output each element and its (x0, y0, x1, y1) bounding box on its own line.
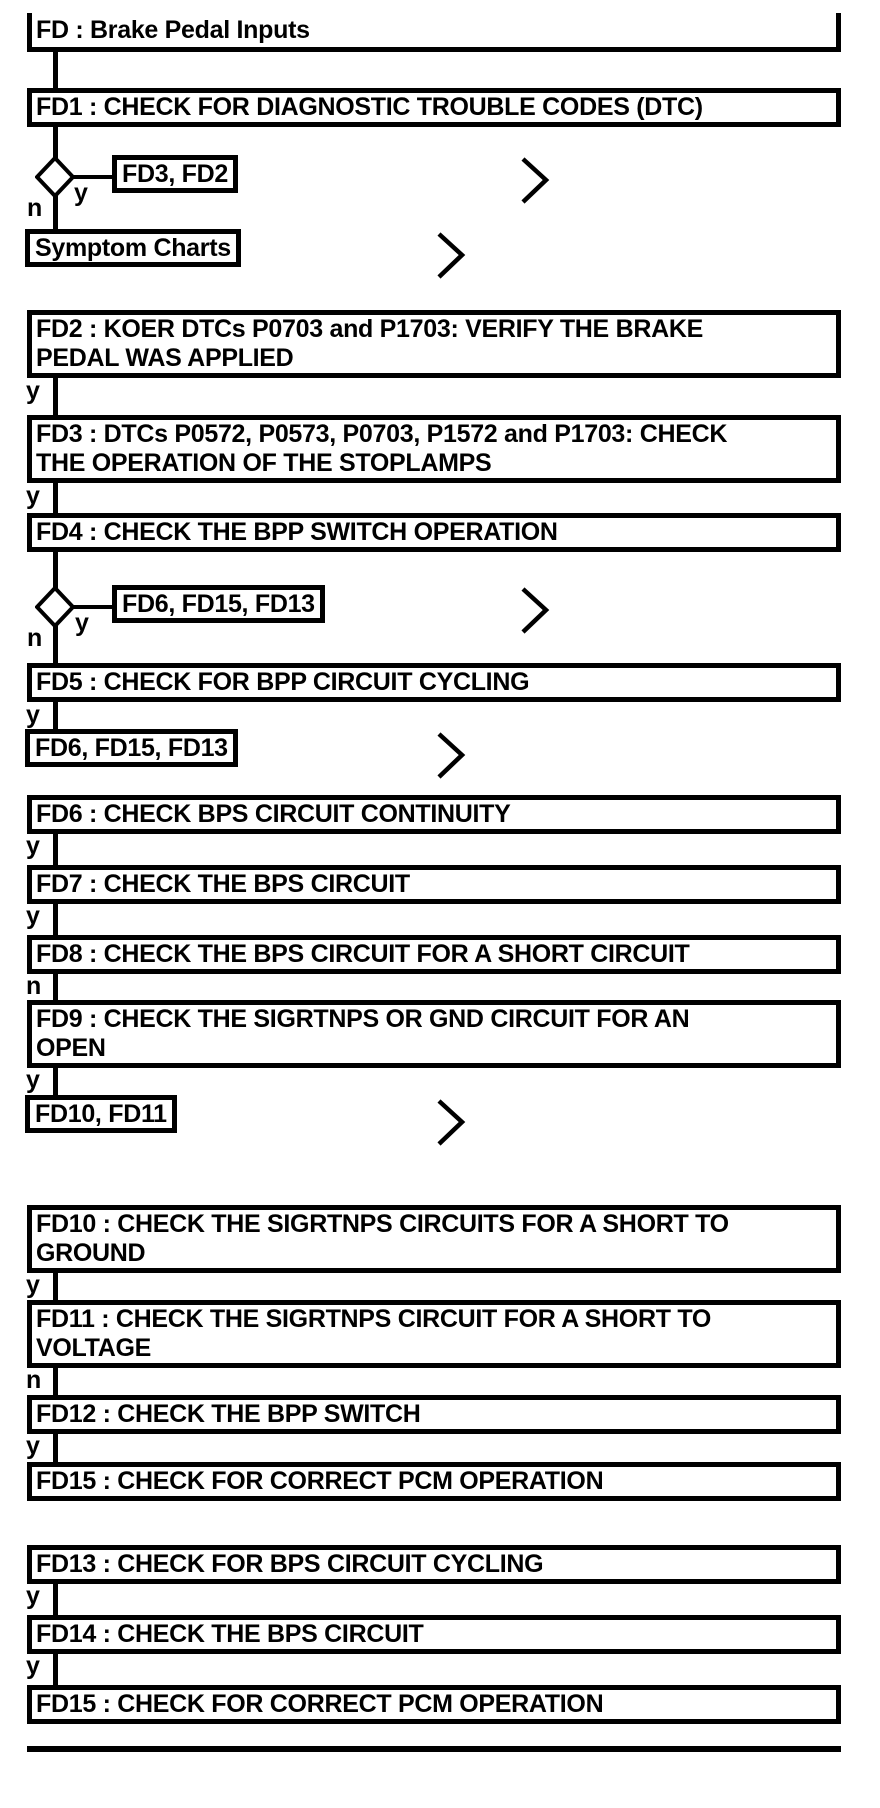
branch-label-yes: y (26, 377, 40, 405)
node-fd15-after-fd12: FD15 : CHECK FOR CORRECT PCM OPERATION (27, 1462, 841, 1501)
node-fd5: FD5 : CHECK FOR BPP CIRCUIT CYCLING (27, 663, 841, 702)
connector (53, 1652, 58, 1687)
continuation-chevron-icon (437, 1099, 466, 1146)
branch-label-yes: y (74, 179, 88, 207)
node-fd1: FD1 : CHECK FOR DIAGNOSTIC TROUBLE CODES… (27, 88, 841, 127)
bottom-rule (27, 1746, 841, 1752)
ref-fd1-no-symptom-charts: Symptom Charts (25, 229, 241, 267)
node-fd13: FD13 : CHECK FOR BPS CIRCUIT CYCLING (27, 1545, 841, 1584)
ref-fd9-yes: FD10, FD11 (25, 1095, 177, 1133)
node-fd9: FD9 : CHECK THE SIGRTNPS OR GND CIRCUIT … (27, 1000, 841, 1068)
branch-label-yes: y (26, 482, 40, 510)
node-fd10: FD10 : CHECK THE SIGRTNPS CIRCUITS FOR A… (27, 1205, 841, 1273)
branch-label-yes: y (26, 1652, 40, 1680)
connector (53, 623, 58, 665)
connector (53, 1066, 58, 1097)
node-fd12: FD12 : CHECK THE BPP SWITCH (27, 1395, 841, 1434)
decision-diamond-fd4 (35, 586, 75, 628)
connector (53, 902, 58, 937)
connector (71, 605, 116, 609)
flow-title: FD : Brake Pedal Inputs (27, 13, 841, 52)
connector (53, 700, 58, 731)
continuation-chevron-icon (437, 232, 466, 279)
node-fd7: FD7 : CHECK THE BPS CIRCUIT (27, 865, 841, 904)
connector (53, 1271, 58, 1302)
branch-label-no: n (27, 624, 43, 652)
branch-label-yes: y (26, 1271, 40, 1299)
branch-label-yes: y (26, 902, 40, 930)
node-fd15-after-fd14: FD15 : CHECK FOR CORRECT PCM OPERATION (27, 1685, 841, 1724)
decision-diamond-fd1 (35, 156, 75, 198)
connector (53, 1582, 58, 1617)
branch-label-no: n (27, 194, 43, 222)
node-fd2: FD2 : KOER DTCs P0703 and P1703: VERIFY … (27, 310, 841, 378)
ref-fd5-yes: FD6, FD15, FD13 (25, 729, 238, 767)
ref-fd1-yes: FD3, FD2 (112, 155, 238, 193)
connector (53, 550, 58, 590)
connector (53, 1432, 58, 1464)
branch-label-no: n (26, 972, 42, 1000)
connector (53, 127, 58, 160)
node-fd3: FD3 : DTCs P0572, P0573, P0703, P1572 an… (27, 415, 841, 483)
connector (71, 175, 116, 179)
branch-label-no: n (26, 1366, 42, 1394)
ref-fd4-yes: FD6, FD15, FD13 (112, 585, 325, 623)
branch-label-yes: y (75, 609, 89, 637)
connector (53, 1366, 58, 1397)
node-fd8: FD8 : CHECK THE BPS CIRCUIT FOR A SHORT … (27, 935, 841, 974)
node-fd4: FD4 : CHECK THE BPP SWITCH OPERATION (27, 513, 841, 552)
node-fd14: FD14 : CHECK THE BPS CIRCUIT (27, 1615, 841, 1654)
node-fd11: FD11 : CHECK THE SIGRTNPS CIRCUIT FOR A … (27, 1300, 841, 1368)
node-fd6: FD6 : CHECK BPS CIRCUIT CONTINUITY (27, 795, 841, 834)
continuation-chevron-icon (521, 587, 550, 634)
continuation-chevron-icon (521, 157, 550, 204)
connector (53, 832, 58, 867)
connector (53, 481, 58, 515)
branch-label-yes: y (26, 832, 40, 860)
connector (53, 195, 58, 232)
connector (53, 376, 58, 417)
connector (53, 972, 58, 1002)
continuation-chevron-icon (437, 732, 466, 779)
connector (53, 49, 58, 88)
branch-label-yes: y (26, 1432, 40, 1460)
branch-label-yes: y (26, 701, 40, 729)
branch-label-yes: y (26, 1066, 40, 1094)
branch-label-yes: y (26, 1582, 40, 1610)
